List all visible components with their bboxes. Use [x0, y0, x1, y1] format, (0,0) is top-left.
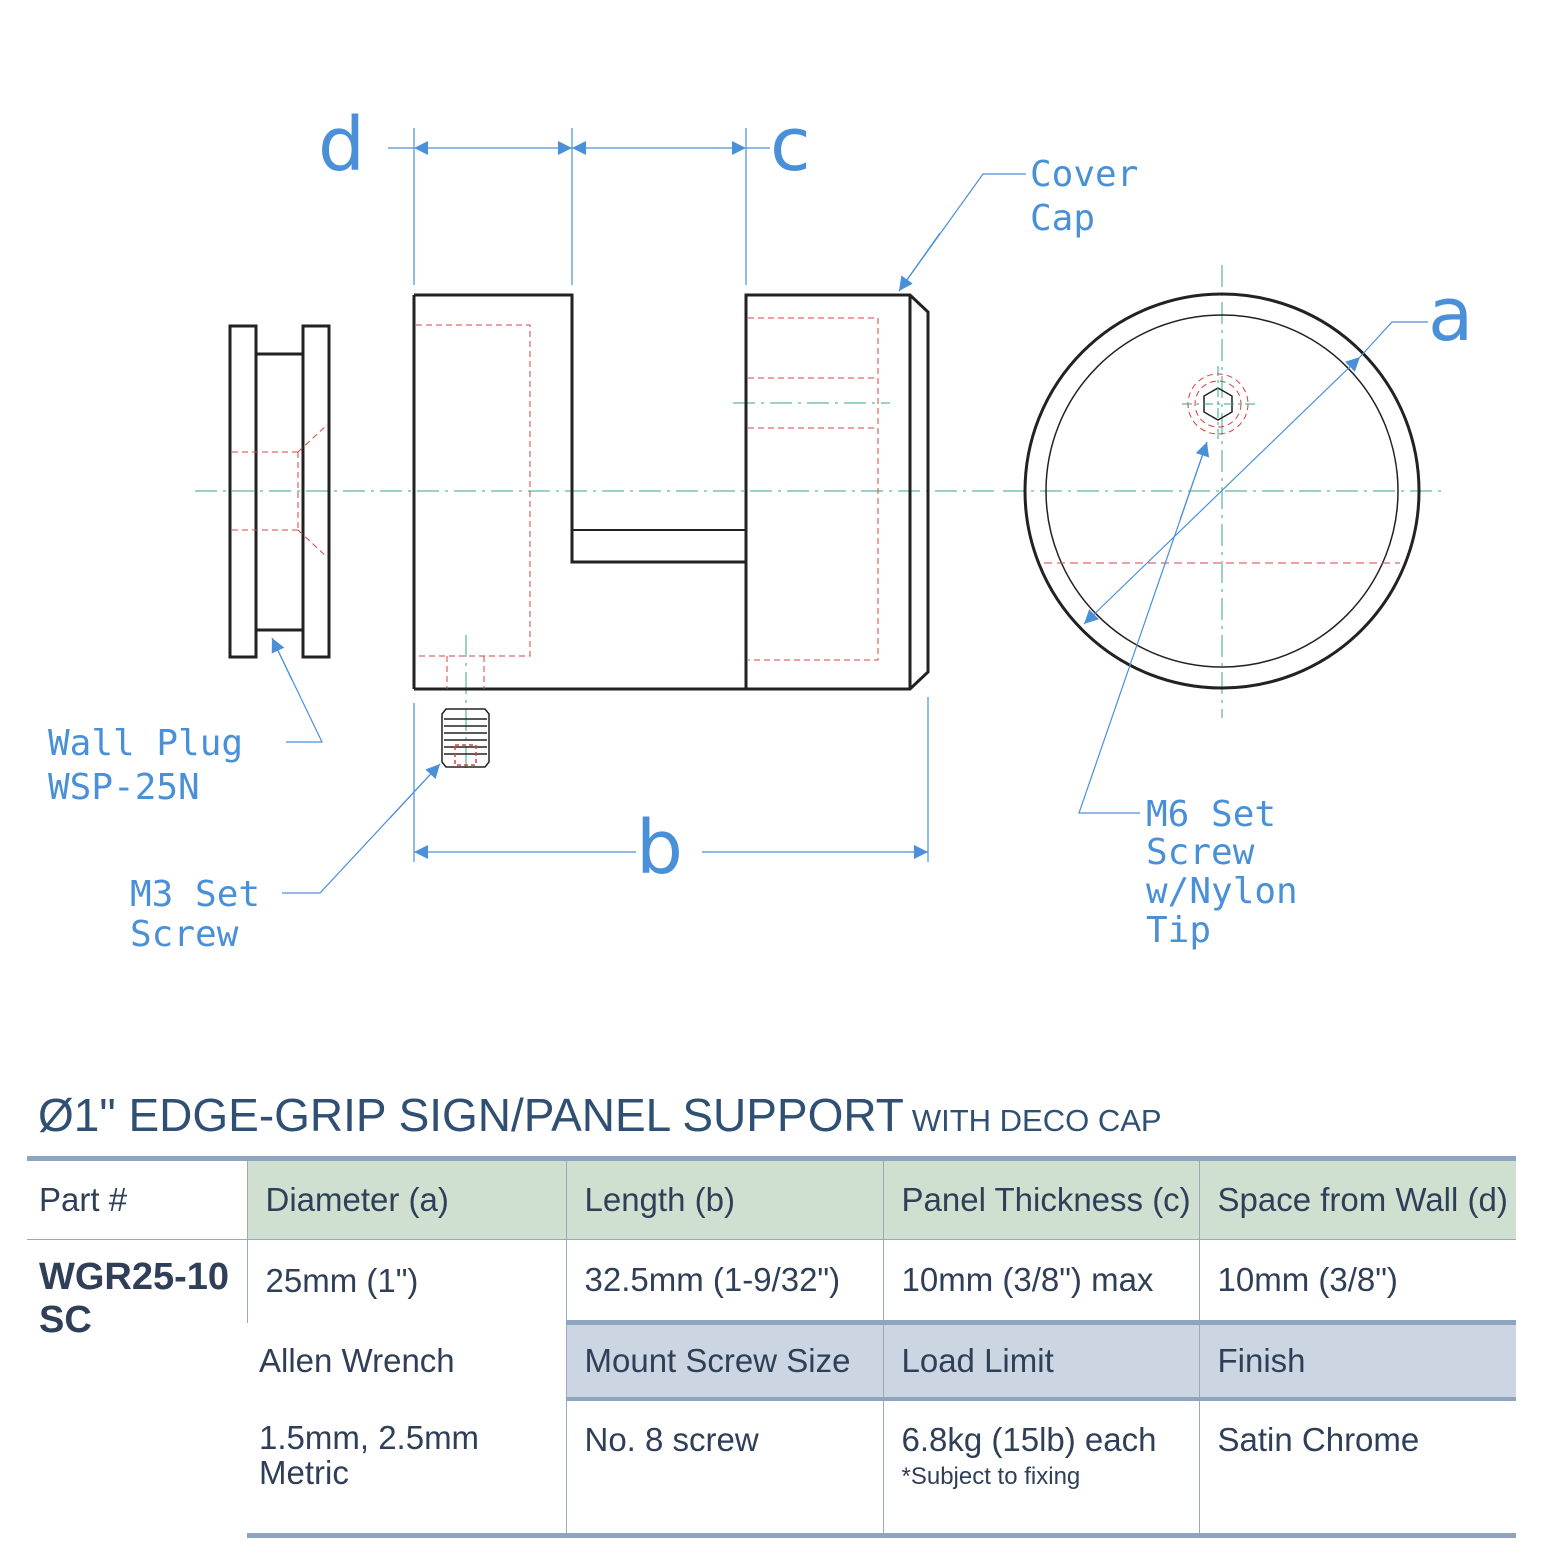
m6-label-2: Screw: [1146, 832, 1255, 873]
wall-plug-drawing: [228, 324, 331, 659]
technical-drawing: d c a b Cover Cap Wall Plug WSP-25N M3 S…: [48, 102, 1473, 955]
m6-label-3: w/Nylon: [1146, 871, 1298, 912]
part-number: WGR25-10 SC: [27, 1239, 247, 1536]
load-limit-header: Load Limit: [882, 1320, 1199, 1401]
length-value: 32.5mm (1-9/32"): [565, 1239, 883, 1323]
wall-plug-hidden-lines: [232, 423, 329, 559]
finish-header: Finish: [1198, 1320, 1516, 1401]
spec-value-row-2: 1.5mm, 2.5mm Metric No. 8 screw 6.8kg (1…: [27, 1399, 1516, 1538]
length-header: Length (b): [565, 1156, 883, 1240]
allen-wrench-value: 1.5mm, 2.5mm Metric: [247, 1399, 566, 1538]
spec-table: Part # Diameter (a) Length (b) Panel Thi…: [27, 1156, 1516, 1538]
clamp-hidden-lines: [416, 317, 879, 689]
load-limit-value: 6.8kg (15lb) each: [901, 1421, 1157, 1458]
cover-cap-label-2: Cap: [1030, 198, 1095, 239]
clamp-body-drawing: [412, 293, 930, 691]
cover-cap-label-1: Cover: [1030, 154, 1138, 195]
load-limit-cell: 6.8kg (15lb) each *Subject to fixing: [882, 1399, 1199, 1538]
finish-value: Satin Chrome: [1198, 1399, 1516, 1538]
product-title-main: Ø1" EDGE-GRIP SIGN/PANEL SUPPORT: [38, 1089, 904, 1141]
mount-screw-value: No. 8 screw: [565, 1399, 883, 1538]
spec-value-row-1: WGR25-10 SC 25mm (1") 32.5mm (1-9/32") 1…: [27, 1239, 1516, 1536]
panel-thickness-header: Panel Thickness (c): [882, 1156, 1199, 1240]
space-from-wall-header: Space from Wall (d): [1198, 1156, 1516, 1240]
product-title-sub: WITH DECO CAP: [911, 1103, 1162, 1138]
diameter-header: Diameter (a): [246, 1156, 566, 1240]
m3-label-1: M3 Set: [130, 874, 260, 915]
dimension-lines: [271, 128, 1428, 894]
diameter-value: 25mm (1"): [246, 1239, 566, 1323]
mount-screw-header: Mount Screw Size: [565, 1320, 883, 1401]
panel-thickness-value: 10mm (3/8") max: [882, 1239, 1199, 1323]
space-from-wall-value: 10mm (3/8"): [1198, 1239, 1516, 1323]
m3-screw-drawing: [441, 708, 490, 768]
allen-wrench-header: Allen Wrench: [247, 1322, 566, 1399]
part-header: Part #: [27, 1156, 247, 1240]
m6-label-4: Tip: [1146, 910, 1211, 951]
wall-plug-label-2: WSP-25N: [48, 767, 200, 808]
dim-label-b: b: [636, 805, 683, 891]
center-lines: [195, 265, 1445, 770]
dim-label-c: c: [770, 102, 811, 188]
spec-header-row-2: Allen Wrench Mount Screw Size Load Limit…: [27, 1320, 1516, 1401]
load-limit-note: *Subject to fixing: [901, 1462, 1081, 1490]
spec-header-row-1: Part # Diameter (a) Length (b) Panel Thi…: [27, 1156, 1516, 1240]
dim-label-a: a: [1428, 272, 1473, 358]
m6-label-1: M6 Set: [1146, 794, 1276, 835]
m3-label-2: Screw: [130, 914, 239, 955]
wall-plug-label-1: Wall Plug: [48, 723, 243, 764]
dim-label-d: d: [318, 102, 365, 188]
